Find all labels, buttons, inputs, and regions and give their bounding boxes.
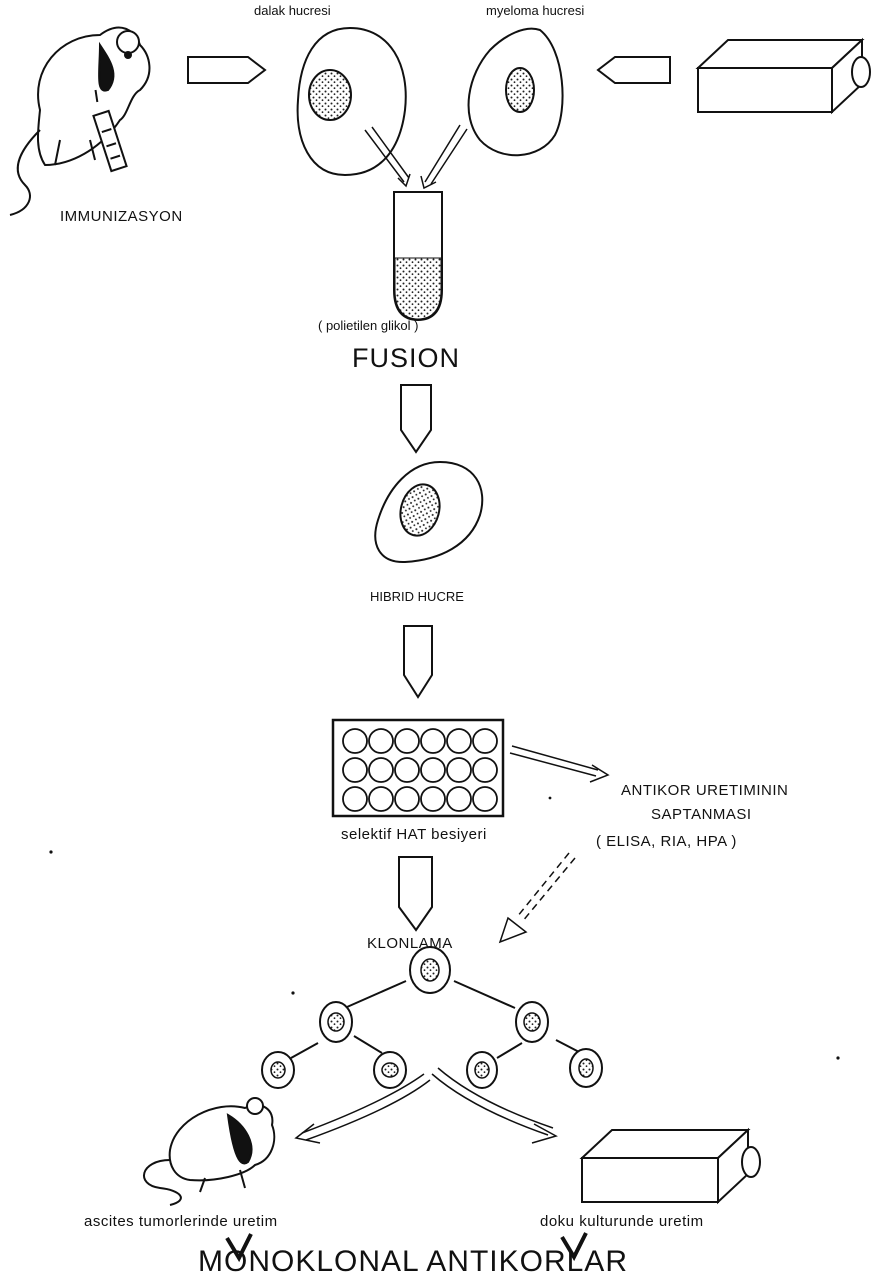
label-monoclonal-antibodies: MONOKLONAL ANTIKORLAR: [198, 1245, 628, 1279]
plate-well: [421, 758, 445, 782]
label-immunization: IMMUNIZASYON: [60, 208, 183, 225]
label-culture-production: doku kulturunde uretim: [540, 1213, 704, 1230]
speck: [291, 991, 294, 994]
plate-well: [369, 758, 393, 782]
arrow-flask-to-myeloma: [598, 57, 670, 83]
speck: [549, 797, 552, 800]
label-spleen-cell: dalak hucresi: [254, 3, 331, 18]
speck: [49, 850, 52, 853]
plate-well: [369, 729, 393, 753]
label-cloning: KLONLAMA: [367, 935, 453, 952]
plate-well: [343, 758, 367, 782]
label-fusion: FUSION: [352, 343, 460, 374]
mouse-icon: [10, 28, 149, 215]
myeloma-cell: [469, 29, 563, 156]
plate-well: [473, 787, 497, 811]
arrow-detection-to-cloning: [517, 853, 575, 922]
plate-well: [343, 787, 367, 811]
plate-well: [473, 758, 497, 782]
plate-well: [473, 729, 497, 753]
plate-well: [343, 729, 367, 753]
label-hat-medium: selektif HAT besiyeri: [341, 826, 487, 843]
clone-cell: [262, 1052, 294, 1088]
clone-cell: [410, 947, 450, 993]
label-peg: ( polietilen glikol ): [318, 318, 418, 333]
arrow-detection-to-cloning-head: [500, 918, 526, 942]
plate-well: [421, 787, 445, 811]
clone-cell: [570, 1049, 602, 1087]
arrow-hybrid-to-plate: [404, 626, 432, 697]
arrow-plate-to-cloning: [399, 857, 432, 930]
label-antibody-detection-2: SAPTANMASI: [651, 806, 752, 823]
label-antibody-detection-1: ANTIKOR URETIMININ: [621, 782, 788, 799]
culture-flask-bottom-icon: [582, 1130, 760, 1202]
plate-well: [395, 729, 419, 753]
hat-plate: [333, 720, 503, 816]
plate-well: [447, 758, 471, 782]
plate-well: [421, 729, 445, 753]
arrow-plate-to-detection: [510, 746, 608, 782]
label-myeloma-cell: myeloma hucresi: [486, 3, 584, 18]
culture-flask-icon: [698, 40, 870, 112]
hybrid-cell: [375, 462, 482, 562]
clone-cell: [320, 1002, 352, 1042]
plate-well: [447, 729, 471, 753]
arrow-mouse-to-spleen: [188, 57, 265, 83]
plate-well: [395, 787, 419, 811]
plate-well: [447, 787, 471, 811]
clone-cells: [262, 947, 602, 1088]
clone-cell: [467, 1052, 497, 1088]
spleen-cell: [298, 28, 406, 175]
mouse-bottom-icon: [144, 1098, 274, 1205]
label-antibody-methods: ( ELISA, RIA, HPA ): [596, 833, 737, 850]
plate-well: [395, 758, 419, 782]
clone-cell: [374, 1052, 406, 1088]
speck: [836, 1056, 839, 1059]
test-tube-icon: [394, 192, 442, 320]
label-ascites-production: ascites tumorlerinde uretim: [84, 1213, 278, 1230]
clone-cell: [516, 1002, 548, 1042]
arrow-clones-to-ascites: [296, 1074, 430, 1143]
arrow-fusion-to-hybrid: [401, 385, 431, 452]
plate-well: [369, 787, 393, 811]
label-hybrid-cell: HIBRID HUCRE: [370, 589, 464, 604]
